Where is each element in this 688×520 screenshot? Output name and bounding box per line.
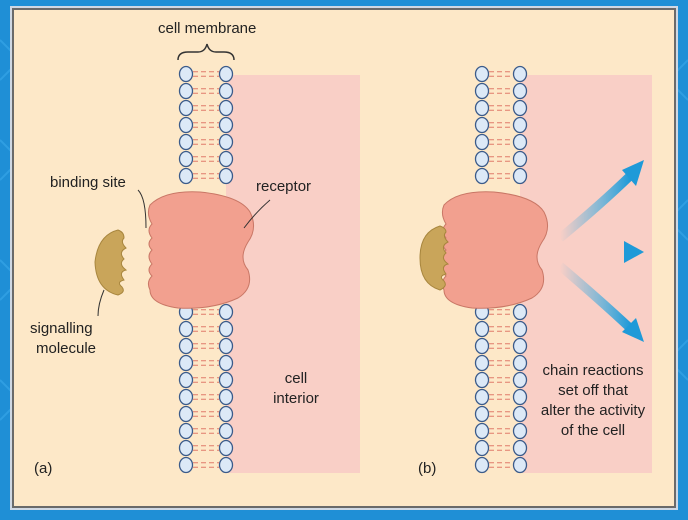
lipid-head bbox=[476, 67, 489, 82]
lipid-head bbox=[514, 339, 527, 354]
lipid-head bbox=[180, 169, 193, 184]
lipid-head bbox=[180, 118, 193, 133]
lipid-head bbox=[514, 152, 527, 167]
lipid-head bbox=[476, 118, 489, 133]
binding-site-label: binding site bbox=[50, 174, 126, 191]
lipid-head bbox=[476, 84, 489, 99]
panel-a-label: (a) bbox=[34, 460, 52, 477]
chain-line-3: alter the activity bbox=[528, 402, 658, 419]
lipid-head bbox=[180, 84, 193, 99]
lipid-head bbox=[180, 67, 193, 82]
lipid-head bbox=[220, 390, 233, 405]
chain-line-4: of the cell bbox=[532, 422, 654, 439]
receptor-b bbox=[442, 192, 547, 309]
lipid-head bbox=[476, 322, 489, 337]
chain-line-1: chain reactions bbox=[532, 362, 654, 379]
receptor-label: receptor bbox=[256, 178, 311, 195]
panel-b-label: (b) bbox=[418, 460, 436, 477]
lipid-head bbox=[514, 441, 527, 456]
lipid-head bbox=[180, 441, 193, 456]
lipid-head bbox=[220, 305, 233, 320]
lipid-head bbox=[180, 407, 193, 422]
lipid-head bbox=[476, 135, 489, 150]
lipid-head bbox=[514, 169, 527, 184]
molecule-label: molecule bbox=[36, 340, 96, 357]
lipid-head bbox=[220, 373, 233, 388]
lipid-head bbox=[220, 424, 233, 439]
lipid-head bbox=[476, 390, 489, 405]
lipid-head bbox=[220, 441, 233, 456]
lipid-head bbox=[220, 407, 233, 422]
lipid-head bbox=[220, 84, 233, 99]
lipid-head bbox=[476, 101, 489, 116]
lipid-head bbox=[514, 373, 527, 388]
receptor-a bbox=[148, 192, 253, 309]
interior-label: interior bbox=[266, 390, 326, 407]
lipid-head bbox=[180, 458, 193, 473]
lipid-head bbox=[180, 152, 193, 167]
lipid-head bbox=[514, 407, 527, 422]
lipid-head bbox=[220, 322, 233, 337]
lipid-head bbox=[514, 424, 527, 439]
lipid-head bbox=[220, 118, 233, 133]
lipid-head bbox=[180, 322, 193, 337]
lipid-head bbox=[514, 322, 527, 337]
molecule-leader bbox=[98, 290, 104, 316]
lipid-head bbox=[220, 135, 233, 150]
lipid-head bbox=[220, 101, 233, 116]
lipid-head bbox=[180, 356, 193, 371]
chain-line-2: set off that bbox=[532, 382, 654, 399]
lipid-head bbox=[476, 339, 489, 354]
lipid-head bbox=[476, 424, 489, 439]
lipid-head bbox=[180, 424, 193, 439]
lipid-head bbox=[220, 458, 233, 473]
lipid-head bbox=[220, 356, 233, 371]
lipid-head bbox=[514, 67, 527, 82]
lipid-head bbox=[476, 458, 489, 473]
membrane-bracket bbox=[178, 44, 234, 60]
lipid-head bbox=[514, 305, 527, 320]
lipid-head bbox=[514, 458, 527, 473]
cell-label: cell bbox=[276, 370, 316, 387]
lipid-head bbox=[514, 101, 527, 116]
cell-membrane-label: cell membrane bbox=[158, 20, 256, 37]
lipid-head bbox=[180, 135, 193, 150]
lipid-head bbox=[476, 373, 489, 388]
lipid-head bbox=[220, 67, 233, 82]
lipid-head bbox=[514, 356, 527, 371]
signalling-molecule-a bbox=[95, 230, 126, 295]
signalling-molecule-b bbox=[420, 226, 448, 290]
lipid-head bbox=[476, 152, 489, 167]
lipid-head bbox=[514, 390, 527, 405]
lipid-head bbox=[514, 118, 527, 133]
lipid-head bbox=[180, 373, 193, 388]
lipid-head bbox=[220, 152, 233, 167]
lipid-head bbox=[476, 407, 489, 422]
binding-site-leader bbox=[138, 190, 146, 228]
signalling-label: signalling bbox=[30, 320, 93, 337]
lipid-head bbox=[514, 84, 527, 99]
lipid-head bbox=[180, 339, 193, 354]
lipid-head bbox=[476, 356, 489, 371]
lipid-head bbox=[180, 390, 193, 405]
lipid-head bbox=[220, 339, 233, 354]
lipid-head bbox=[476, 441, 489, 456]
lipid-head bbox=[180, 101, 193, 116]
lipid-head bbox=[476, 169, 489, 184]
lipid-head bbox=[514, 135, 527, 150]
lipid-head bbox=[220, 169, 233, 184]
